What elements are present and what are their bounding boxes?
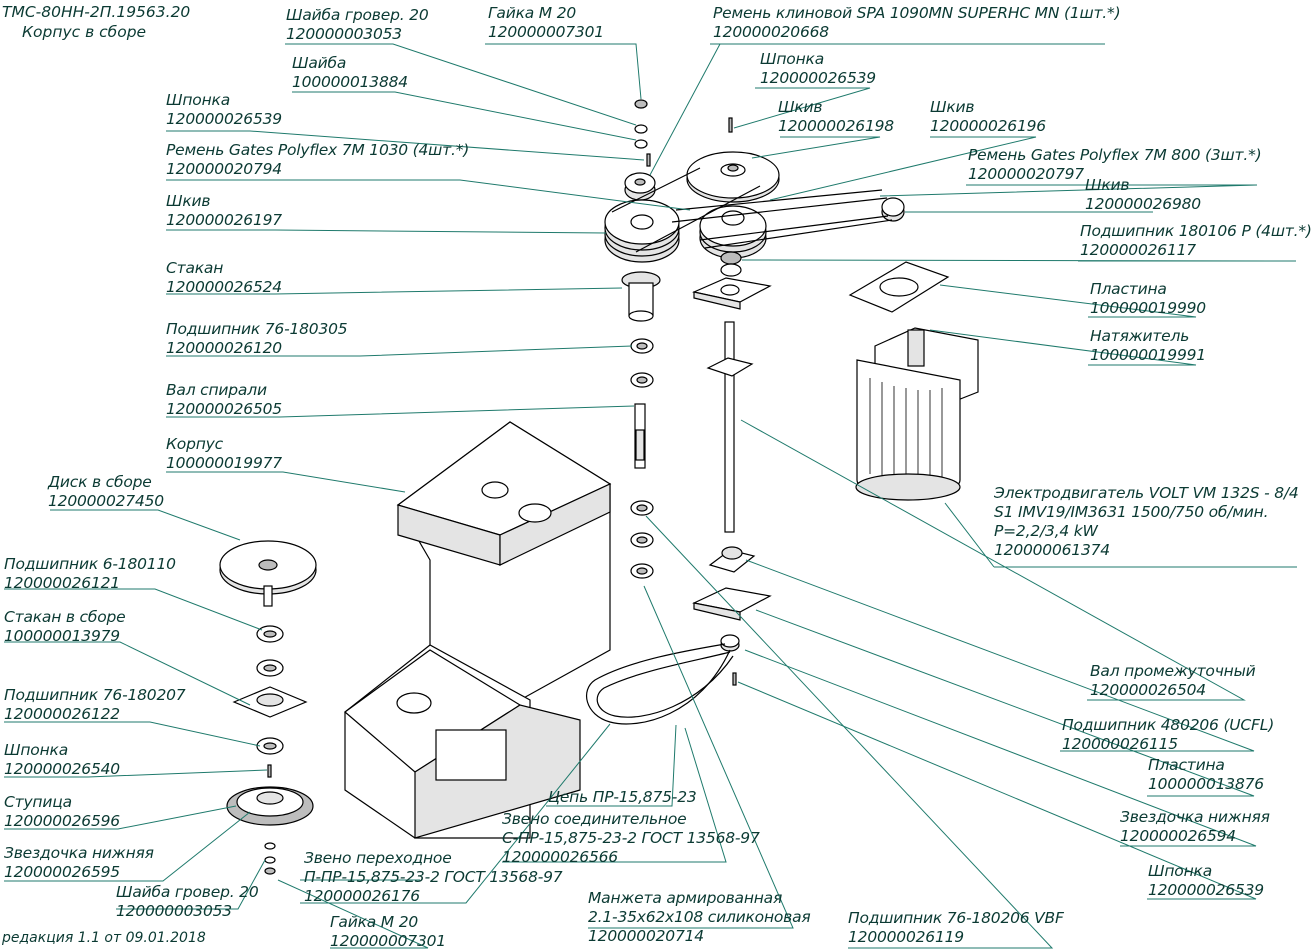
label-remen-gates-1030: Ремень Gates Polyflex 7M 1030 (4шт.*)120… xyxy=(166,141,470,178)
stakan-26524 xyxy=(621,271,661,322)
motor xyxy=(855,327,979,501)
label-remen-spa: Ремень клиновой SPA 1090MN SUPERHC MN (1… xyxy=(713,4,1121,41)
left-bearings xyxy=(232,625,308,778)
belts xyxy=(611,167,893,253)
bearings-column xyxy=(630,338,654,579)
ucfl-bearing xyxy=(708,546,756,573)
chain xyxy=(586,643,734,725)
doc-title: Корпус в сборе xyxy=(22,23,147,41)
lower-sprocket-right xyxy=(720,634,740,686)
pulley-upper-small xyxy=(624,172,656,201)
pulley-26980 xyxy=(881,197,905,222)
pulley-26198 xyxy=(686,151,780,203)
disk-assembly xyxy=(219,540,317,607)
parts-layer xyxy=(219,99,979,875)
label-podsh-180106: Подшипник 180106 Р (4шт.*)120000026117 xyxy=(1080,222,1312,259)
intermediate-shaft xyxy=(706,321,754,533)
label-remen-gates-800: Ремень Gates Polyflex 7M 800 (3шт.*)1200… xyxy=(968,146,1262,183)
doc-number: ТМС-80НН-2П.19563.20 xyxy=(2,3,191,21)
bearing-180106 xyxy=(720,251,742,277)
spiral-shaft xyxy=(634,403,646,469)
label-tsep: Цепь ПР-15,875-23 xyxy=(548,788,697,806)
revision-note: редакция 1.1 от 09.01.2018 xyxy=(2,930,206,946)
plate-19990 xyxy=(848,261,950,313)
pulley-26197 xyxy=(604,199,680,263)
drawing-header: ТМС-80НН-2П.19563.20 Корпус в сборе xyxy=(2,2,190,42)
upper-mount-plate xyxy=(692,277,772,310)
label-podsh-480206: Подшипник 480206 (UCFL)120000026115 xyxy=(1062,716,1275,753)
pulley-26196 xyxy=(699,205,767,259)
top-hardware xyxy=(634,99,733,167)
left-sprocket xyxy=(226,786,314,875)
housing xyxy=(344,421,612,839)
leader-lines xyxy=(4,43,1297,949)
lower-mount-plate xyxy=(692,587,772,621)
